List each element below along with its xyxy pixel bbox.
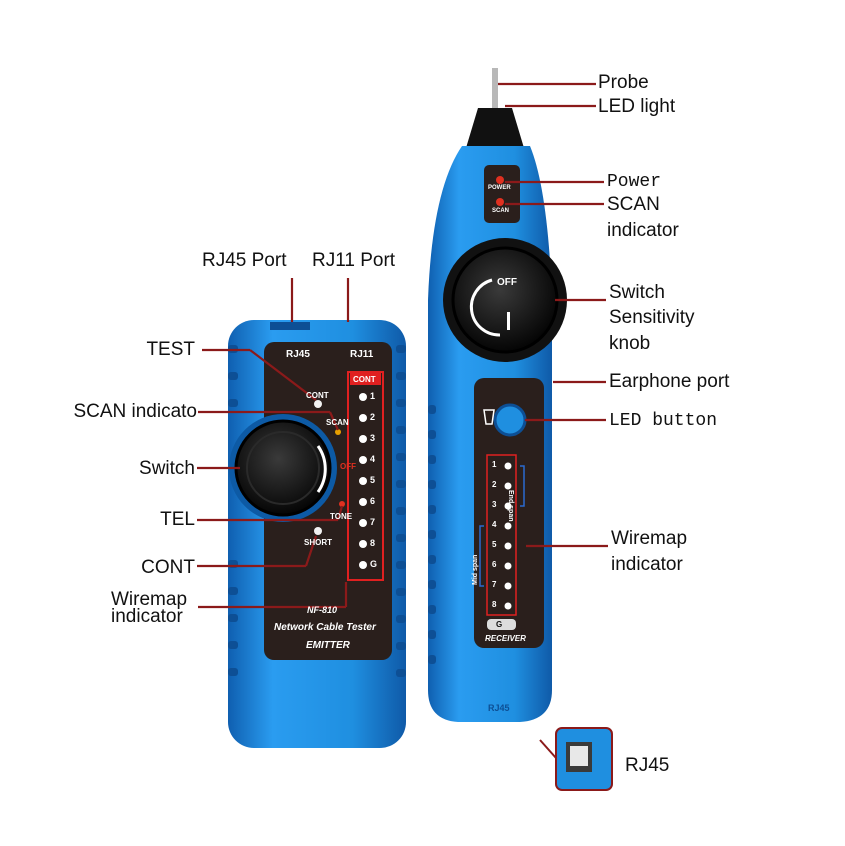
- emitter-tone-text: TONE: [330, 512, 353, 521]
- label-rj11-port: RJ11 Port: [312, 250, 396, 271]
- label-probe: Probe: [598, 72, 649, 93]
- label-earphone-port: Earphone port: [609, 371, 730, 392]
- receiver-mid-span: Mid span: [472, 554, 479, 585]
- label-switch: Switch: [139, 458, 195, 479]
- receiver-scan-text: SCAN: [492, 208, 510, 214]
- emitter-model: NF-810: [307, 605, 338, 615]
- emitter-wiremap-frame: [347, 371, 384, 581]
- emitter-pin: 5: [370, 475, 376, 485]
- label-cont: CONT: [141, 557, 195, 578]
- receiver-device: [428, 68, 567, 722]
- emitter-switch-knob[interactable]: [234, 419, 332, 517]
- receiver-panel: [474, 378, 544, 648]
- emitter-pin: 1: [370, 391, 376, 401]
- emitter-pin: 6: [370, 496, 376, 506]
- label-switch-knob-line1: Switch: [609, 282, 665, 303]
- emitter-rj45-text: RJ45: [286, 349, 310, 360]
- label-power: Power: [607, 172, 662, 192]
- receiver-leds: [504, 462, 512, 610]
- emitter-pin: 3: [370, 433, 376, 443]
- receiver-role: RECEIVER: [485, 634, 526, 643]
- label-test: TEST: [146, 339, 195, 360]
- receiver-power-text: POWER: [488, 185, 511, 191]
- emitter-device: [228, 320, 406, 748]
- receiver-pin: 2: [492, 480, 497, 489]
- label-wiremap-right-line2: indicator: [611, 554, 683, 575]
- emitter-pin: 8: [370, 538, 376, 548]
- receiver-pin: 3: [492, 500, 497, 509]
- label-wiremap-right-line1: Wiremap: [611, 528, 688, 549]
- label-switch-knob-line3: knob: [609, 333, 651, 354]
- receiver-pin: 1: [492, 460, 497, 469]
- receiver-pin: 4: [492, 520, 497, 529]
- label-led-button: LED button: [609, 411, 718, 431]
- label-scan-indicator-line1: SCAN: [607, 194, 660, 215]
- emitter-cont-text: CONT: [306, 391, 329, 400]
- emitter-leds: [359, 393, 367, 569]
- emitter-pin: 4: [370, 454, 376, 464]
- emitter-rj11-text: RJ11: [350, 349, 374, 360]
- label-tel: TEL: [160, 509, 195, 530]
- label-wiremap-left-line1: Wiremap: [111, 589, 188, 610]
- probe-tip: [492, 68, 498, 113]
- receiver-pin: 8: [492, 600, 497, 609]
- probe-nose: [466, 108, 524, 148]
- label-rj45-inset: RJ45: [625, 755, 670, 776]
- receiver-pin: 7: [492, 580, 497, 589]
- receiver-pin: 6: [492, 560, 497, 569]
- emitter-pin: 7: [370, 517, 376, 527]
- label-switch-knob-line2: Sensitivity: [609, 307, 695, 328]
- receiver-pin: 5: [492, 540, 497, 549]
- emitter-off-text: OFF: [340, 462, 356, 471]
- receiver-pin: G: [496, 620, 503, 629]
- label-wiremap-left-line2: indicator: [111, 606, 183, 627]
- receiver-port-text: RJ45: [488, 703, 510, 713]
- emitter-scan-text: SCAN: [326, 418, 349, 427]
- leader-lines: [197, 82, 608, 609]
- label-scan-indicato: SCAN indicato: [73, 401, 197, 422]
- label-scan-indicator-line2: indicator: [607, 220, 679, 241]
- receiver-off-text: OFF: [497, 277, 517, 288]
- rj45-inset: [539, 727, 613, 791]
- receiver-switch-knob[interactable]: [451, 246, 559, 354]
- emitter-short-text: SHORT: [304, 538, 332, 547]
- label-rj45-port: RJ45 Port: [202, 250, 287, 271]
- led-button[interactable]: [493, 403, 527, 437]
- emitter-cont-tag: CONT: [353, 375, 376, 384]
- emitter-role: EMITTER: [306, 640, 350, 651]
- label-led-light: LED light: [598, 96, 676, 117]
- emitter-pin: 2: [370, 412, 376, 422]
- receiver-end-span: End span: [507, 490, 514, 522]
- emitter-brand: Network Cable Tester: [274, 622, 376, 633]
- emitter-pin: G: [370, 559, 378, 569]
